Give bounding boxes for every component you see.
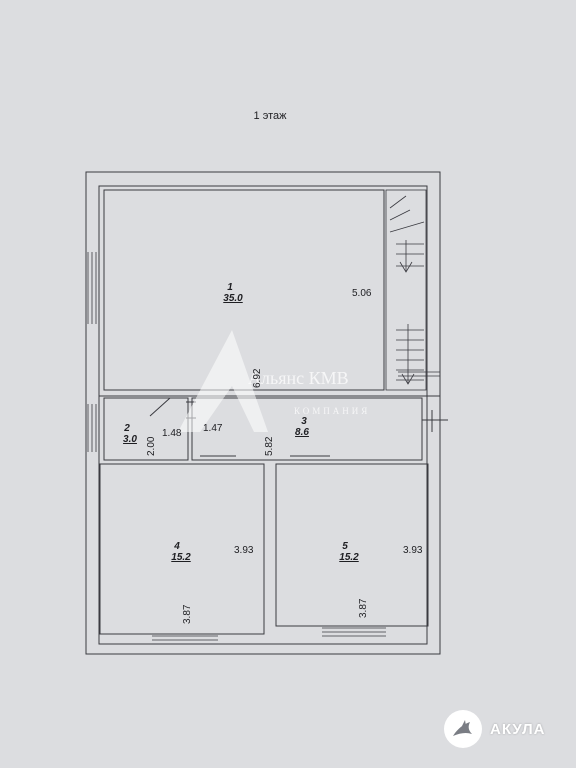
room-1-outline: [103, 189, 385, 391]
dim-room2-width: 1.48: [162, 428, 182, 439]
floor-title: 1 этаж: [254, 110, 288, 122]
dim-room3-width: 1.47: [203, 423, 223, 434]
room-2-area: 3.0: [123, 434, 137, 445]
dim-room5-height: 3.93: [403, 545, 423, 556]
windows: [87, 252, 440, 645]
outer-walls: [85, 171, 441, 655]
room-4-area: 15.2: [171, 552, 191, 563]
dim-room3-length: 5.82: [264, 436, 275, 456]
room-4-number: 4: [173, 541, 180, 552]
dim-room1-width: 5.06: [352, 288, 372, 299]
staircase: [385, 189, 427, 391]
dim-room4-height: 3.93: [234, 545, 254, 556]
room-5-area: 15.2: [339, 552, 359, 563]
dim-room2-height: 2.00: [146, 436, 157, 456]
dim-room4-width: 3.87: [182, 604, 193, 624]
dim-room1-height: 6.92: [252, 368, 263, 388]
watermark: Альянс КМВ КОМПАНИЯ: [178, 330, 370, 432]
room-2-number: 2: [123, 423, 130, 434]
watermark-name: Альянс КМВ: [248, 368, 349, 388]
watermark-subtitle: КОМПАНИЯ: [294, 406, 370, 416]
room-1-area: 35.0: [223, 293, 243, 304]
shark-logo-icon: [444, 710, 482, 748]
room-1-number: 1: [227, 282, 233, 293]
bedroom-walls: [99, 463, 429, 635]
room-3-number: 3: [301, 416, 307, 427]
room-5-number: 5: [342, 541, 348, 552]
brand-badge: АКУЛА: [444, 710, 545, 748]
room-3-area: 8.6: [295, 427, 309, 438]
dim-room5-width: 3.87: [358, 598, 369, 618]
brand-name: АКУЛА: [490, 720, 546, 738]
